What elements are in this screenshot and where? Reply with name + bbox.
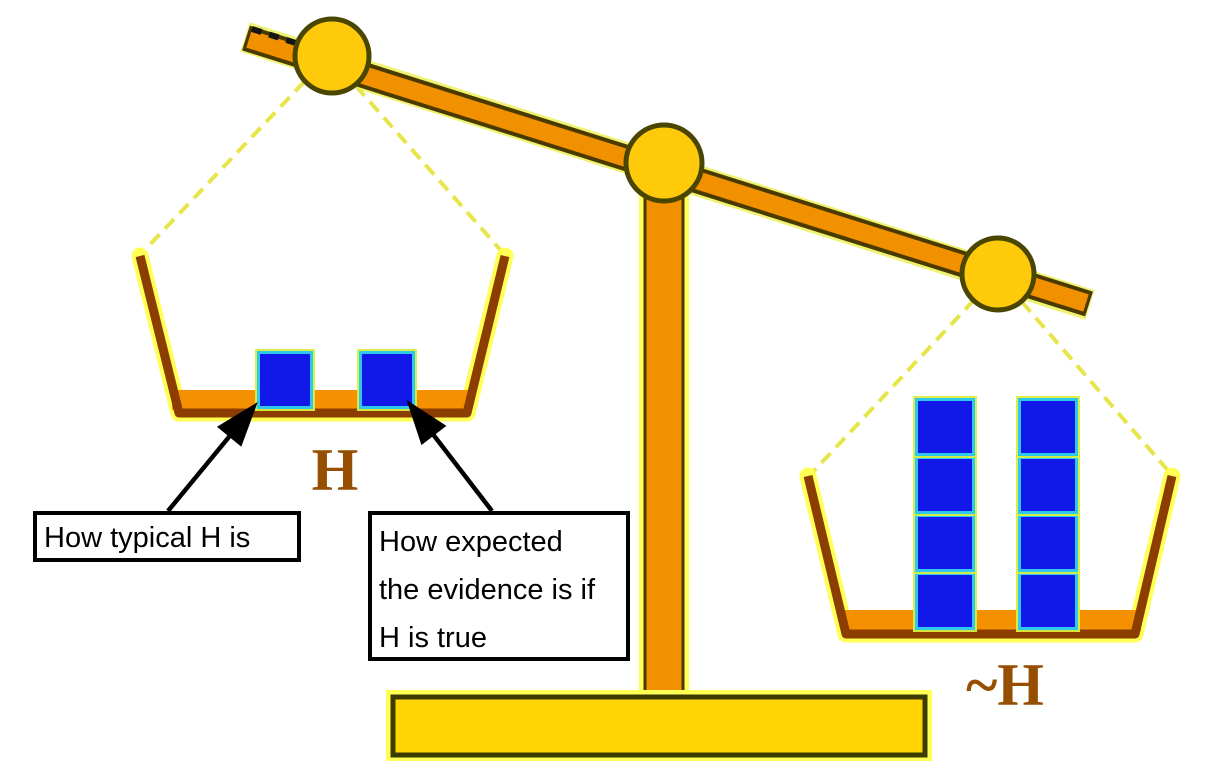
callout-how-expected: How expected the evidence is if H is tru…	[368, 511, 630, 661]
evidence-block	[915, 514, 975, 572]
right-pan-label: ~H	[966, 652, 1044, 718]
right-pan-string-right	[1020, 300, 1173, 476]
callout-line-2: the evidence is if	[379, 574, 596, 606]
right-callout-arrow	[406, 399, 494, 513]
left-knob	[292, 16, 372, 96]
evidence-block	[915, 572, 975, 630]
center-knob	[623, 122, 705, 204]
left-pan-string-right	[354, 84, 506, 256]
evidence-block	[359, 351, 415, 409]
callout-line-1: How expected	[379, 526, 563, 558]
left-pan-string-left	[139, 80, 306, 256]
left-callout-arrow	[166, 402, 258, 513]
pivot-knobs	[292, 16, 1037, 313]
callout-line-3: H is true	[379, 622, 487, 654]
right-knob	[959, 235, 1037, 313]
evidence-block	[915, 398, 975, 456]
evidence-block	[1018, 398, 1078, 456]
callout-how-typical: How typical H is	[33, 511, 301, 562]
evidence-block	[1018, 572, 1078, 630]
pan-strings	[139, 80, 1173, 476]
evidence-block	[1018, 456, 1078, 514]
base	[386, 690, 932, 761]
evidence-block	[915, 456, 975, 514]
right-pan-string-left	[809, 298, 976, 476]
evidence-block	[257, 351, 313, 409]
evidence-block	[1018, 514, 1078, 572]
left-pan-label: H	[311, 437, 359, 503]
